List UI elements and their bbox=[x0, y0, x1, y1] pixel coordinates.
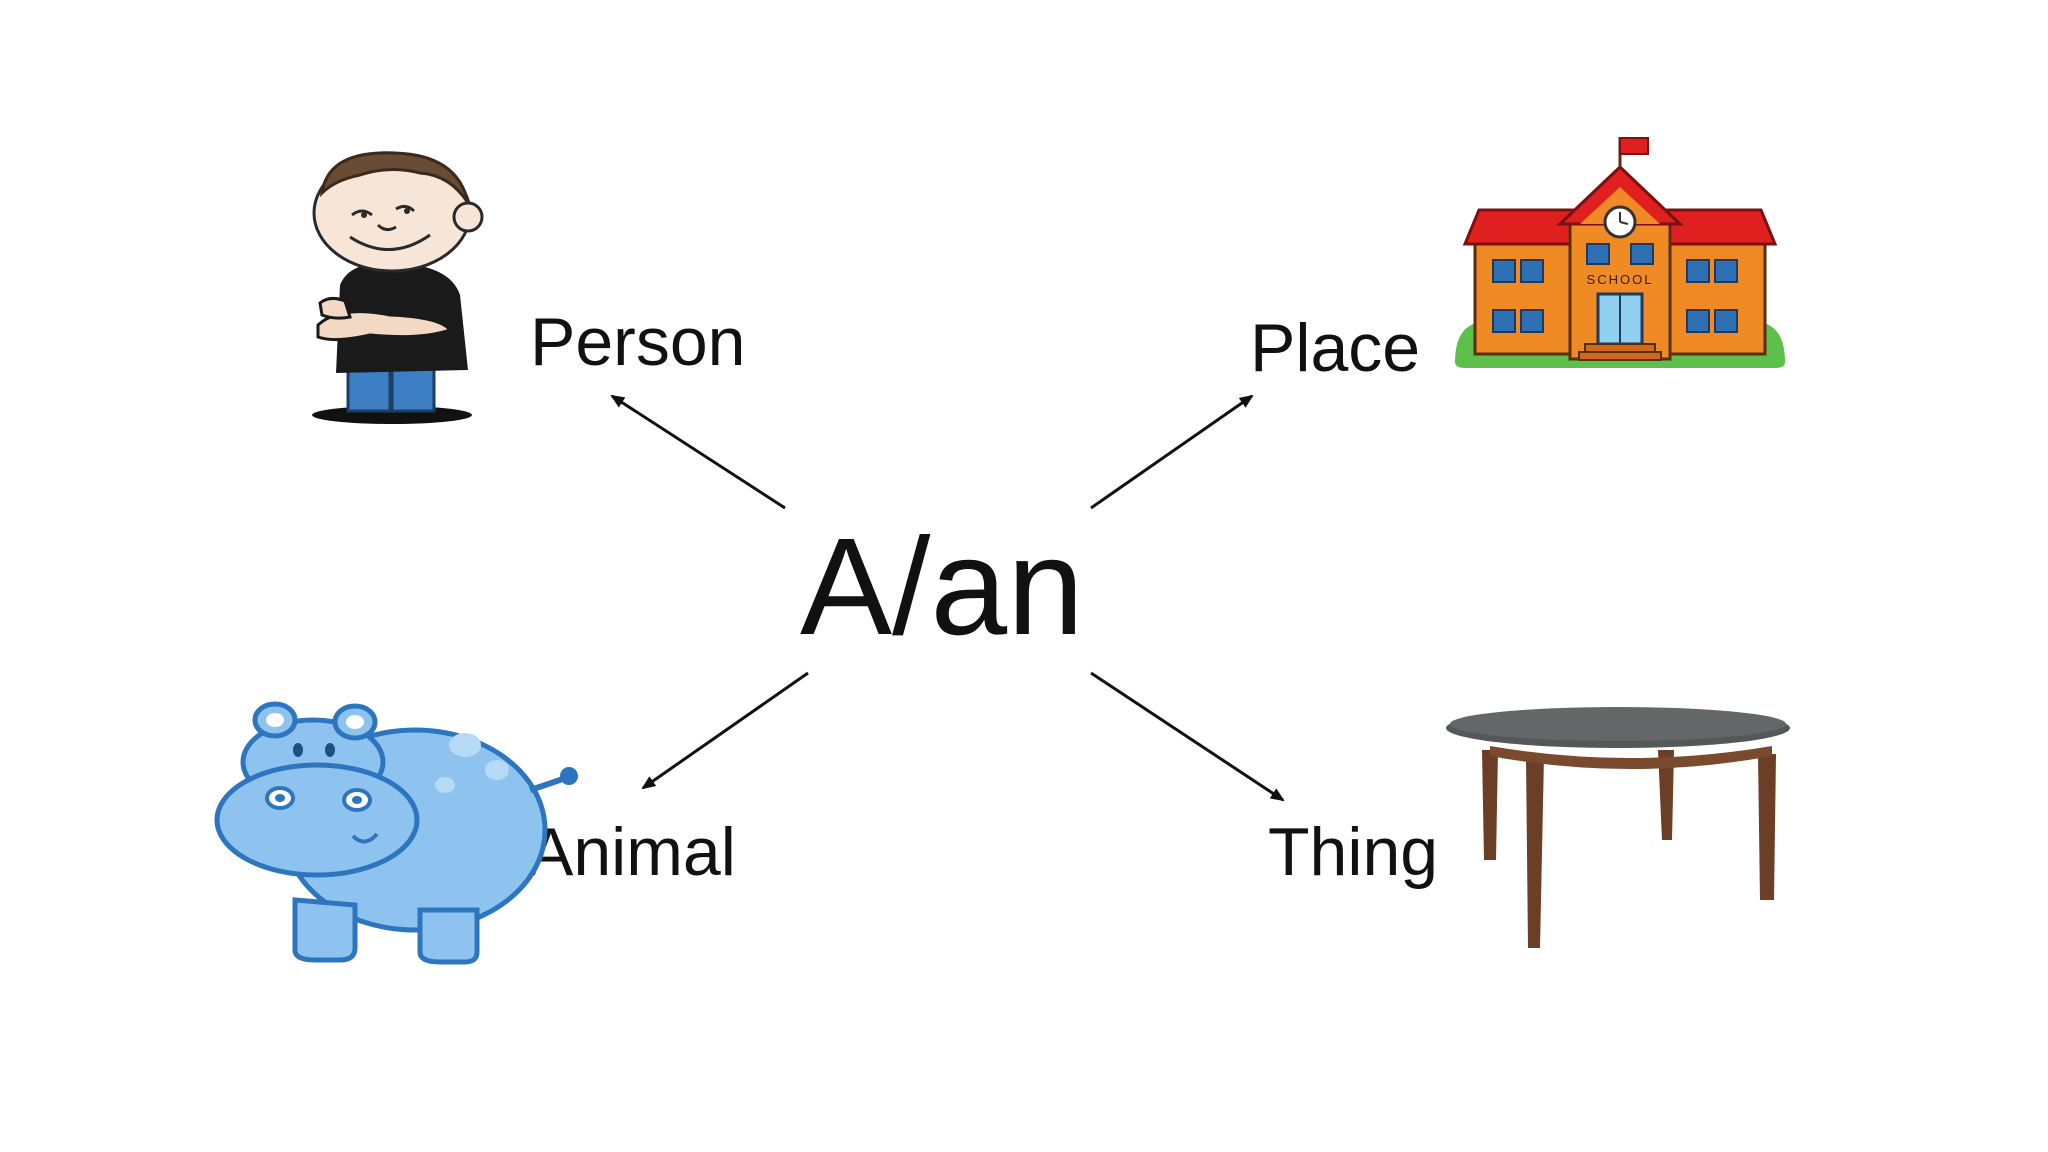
arrow-to-place bbox=[1090, 394, 1254, 510]
center-text: A/an bbox=[800, 510, 1084, 664]
hippo-icon bbox=[214, 701, 578, 965]
table-icon bbox=[1446, 707, 1790, 948]
arrow-to-thing bbox=[1090, 671, 1285, 802]
label-place: Place bbox=[1250, 310, 1421, 386]
label-thing: Thing bbox=[1268, 814, 1439, 890]
arrow-to-animal bbox=[641, 671, 809, 790]
label-animal: Animal bbox=[528, 814, 736, 890]
school-building-icon: SCHOOL bbox=[1455, 137, 1785, 368]
arrow-to-person bbox=[610, 394, 786, 510]
cartoon-boy-icon bbox=[312, 151, 484, 424]
label-person: Person bbox=[530, 304, 746, 380]
school-sign: SCHOOL bbox=[1587, 272, 1654, 287]
